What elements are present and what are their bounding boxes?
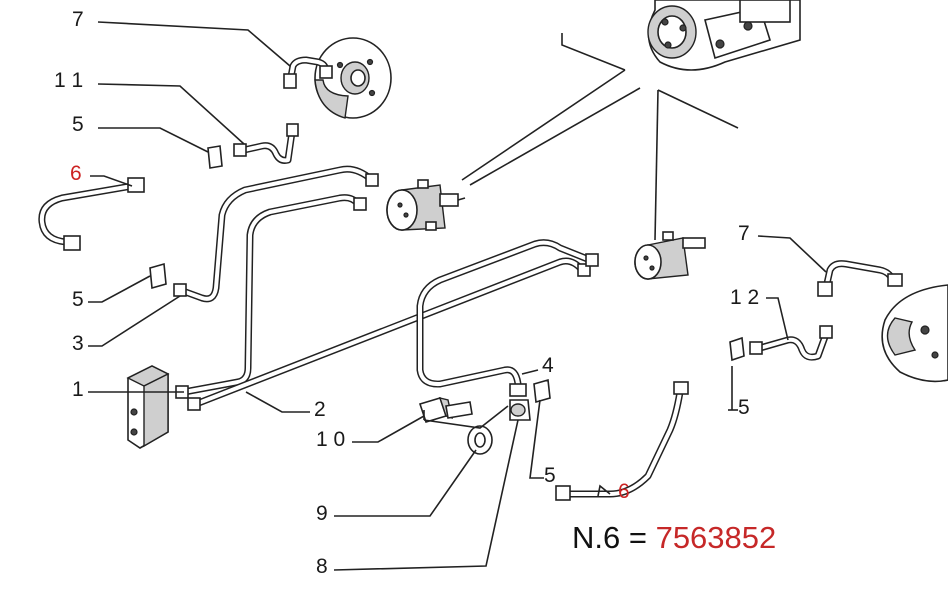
brake-pipe-6-lower (555, 381, 689, 501)
callout-leader-lines (88, 21, 827, 571)
callout-4: 4 (542, 354, 554, 377)
assembly-guide-lines (461, 33, 739, 241)
callout-10: 1 0 (316, 428, 345, 451)
front-brake-disc (314, 37, 392, 119)
brake-pipe-11 (233, 123, 299, 164)
callout-2: 2 (314, 398, 326, 421)
brake-pipe-1 (175, 194, 367, 399)
sealing-washer (467, 425, 493, 455)
caption-prefix: N.6 = (572, 520, 656, 555)
callout-3: 3 (72, 332, 84, 355)
brake-pipe-7-rear (817, 260, 903, 297)
brake-master-cylinder (647, 0, 801, 71)
callout-7-rear: 7 (738, 222, 750, 245)
callout-5-upper-left: 5 (72, 113, 84, 136)
brake-regulator-lower (634, 231, 706, 280)
brake-pipe-7-front (283, 56, 333, 89)
callout-5-right: 5 (738, 396, 750, 419)
callout-5-center: 5 (544, 464, 556, 487)
brake-pipe-2 (187, 257, 591, 411)
callout-6-lower: 6 (618, 480, 630, 503)
callout-1: 1 (72, 378, 84, 401)
callout-5-left: 5 (72, 288, 84, 311)
callout-7-front: 7 (72, 8, 84, 31)
brake-pipe-3 (173, 165, 379, 303)
callout-9: 9 (316, 502, 328, 525)
brake-pipe-12 (749, 325, 833, 361)
callout-11: 1 1 (54, 69, 83, 92)
brake-pipe-6-left (38, 177, 145, 251)
rear-brake-caliper (881, 284, 948, 383)
brake-pipe-4 (416, 239, 599, 388)
caption-part-number: 7563852 (655, 520, 777, 555)
pipe-clip-5 (149, 145, 745, 404)
brake-regulator-upper (386, 179, 466, 231)
callout-8: 8 (316, 555, 328, 578)
brake-junction-block (126, 365, 170, 449)
banjo-bolt (418, 397, 473, 423)
callout-12: 1 2 (730, 286, 759, 309)
brake-union-fitting (509, 383, 531, 421)
callout-6-left: 6 (70, 162, 82, 185)
part-number-caption: N.6 = 7563852 (572, 520, 776, 556)
